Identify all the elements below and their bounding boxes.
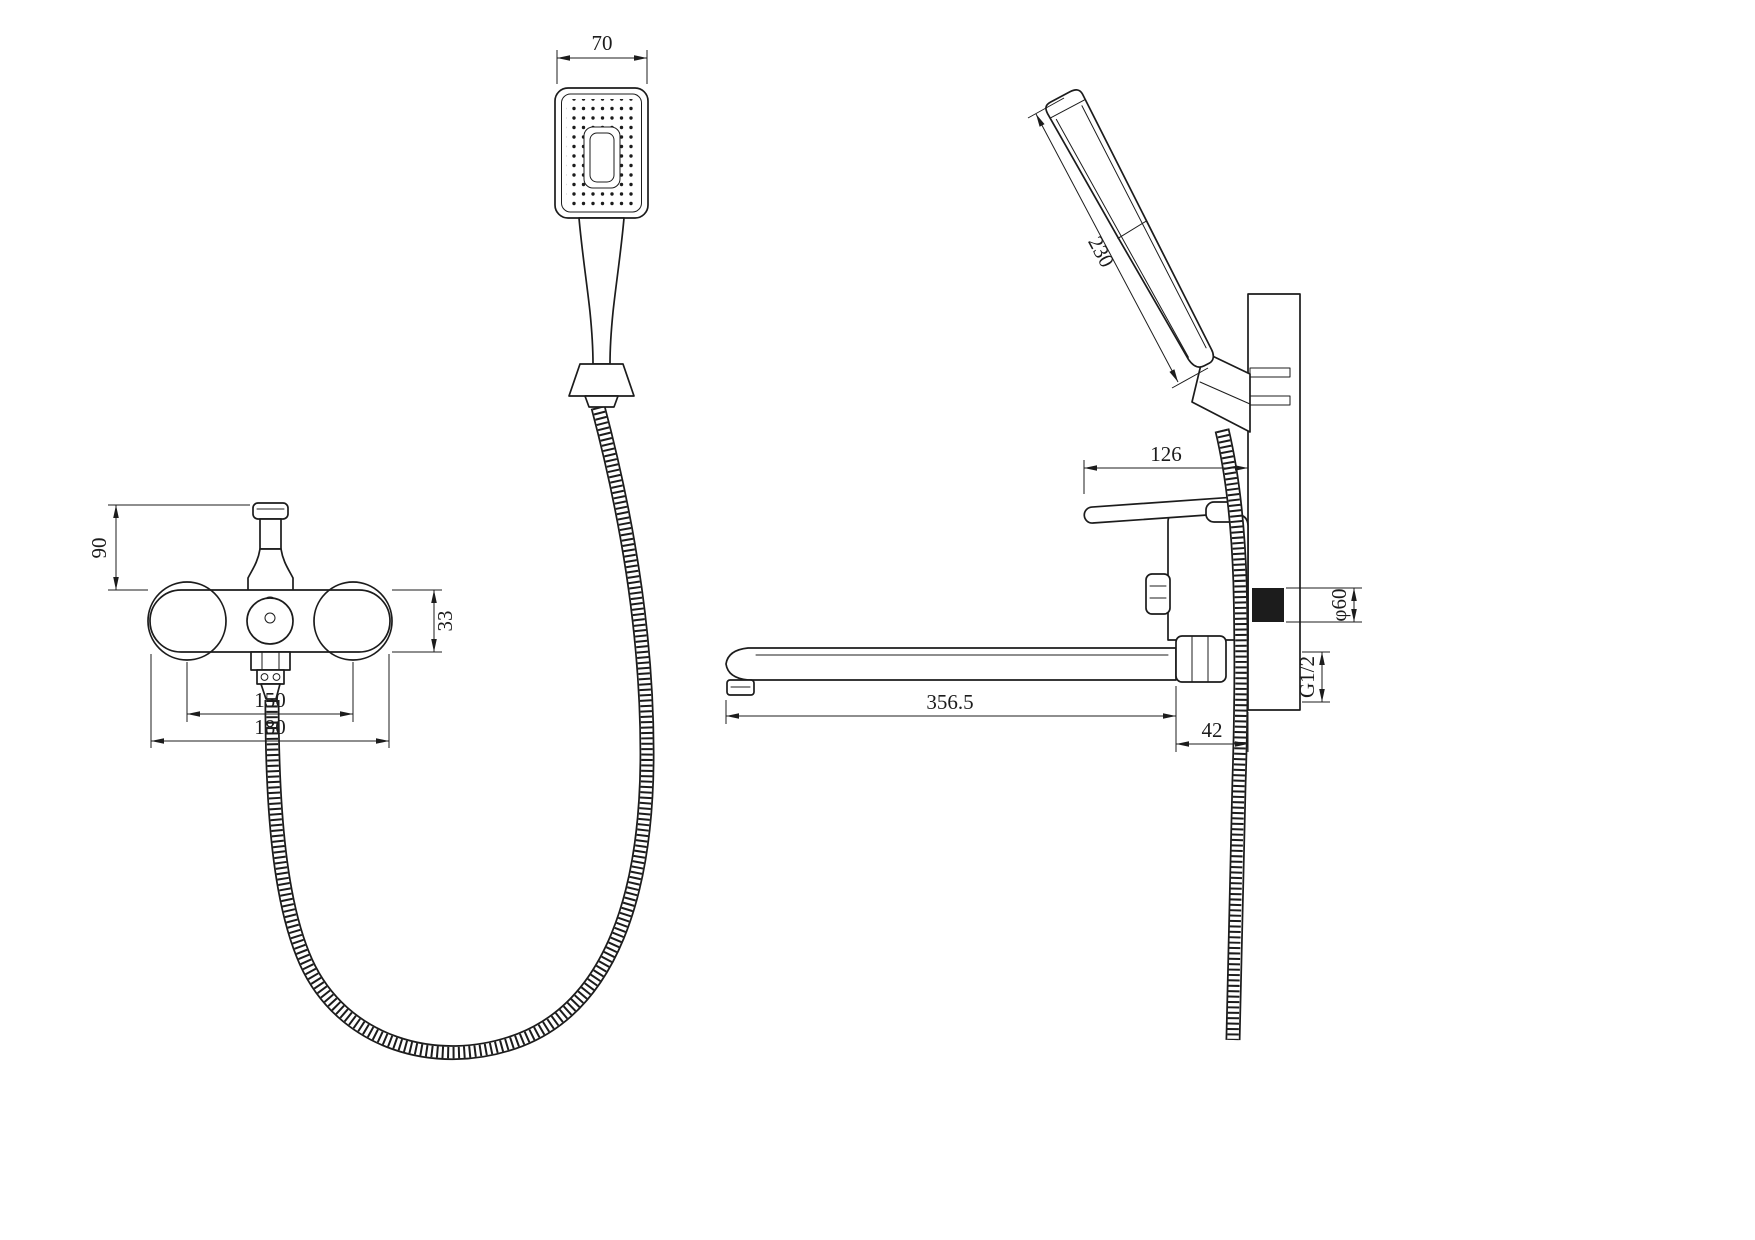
spout-neck — [259, 518, 282, 550]
hose-outline — [272, 407, 647, 1053]
wall-anchors — [1249, 367, 1291, 406]
dim-label-dia60: φ60 — [1327, 588, 1351, 621]
dim-label-42: 42 — [1202, 718, 1223, 742]
dim-label-90: 90 — [87, 538, 111, 559]
connector-hole — [272, 673, 281, 681]
diverter-knob-detail — [264, 612, 276, 624]
dim-label-33: 33 — [433, 611, 457, 632]
connector-hole — [260, 673, 269, 681]
anchor-screw — [1249, 367, 1291, 378]
anchor-bg — [1250, 368, 1290, 377]
front-view: 70 90 33 150 180 — [87, 31, 648, 1053]
dim-handle-126: 126 — [1083, 442, 1248, 494]
dim-label-180: 180 — [254, 715, 286, 739]
hose-ribs — [272, 407, 647, 1053]
shower-bracket-lip — [584, 395, 619, 408]
dim-line — [1035, 113, 1179, 383]
shower-handle — [578, 217, 625, 365]
dim-wall-42: 42 — [1176, 712, 1249, 752]
anchor-bg — [1250, 396, 1290, 405]
mixer-front — [147, 502, 393, 700]
long-spout — [725, 647, 1177, 681]
diverter-knob — [246, 597, 294, 645]
diverter-side — [1145, 573, 1171, 615]
dim-label-g12: G1/2 — [1295, 656, 1319, 698]
spout-joint-nut — [1175, 635, 1227, 683]
connector-taper — [260, 683, 281, 700]
spout-cap — [252, 502, 289, 520]
dim-thread-g12: G1/2 — [1295, 651, 1330, 703]
dim-body-33: 33 — [392, 589, 457, 653]
shower-hose-front — [272, 407, 647, 1053]
hand-shower-front — [554, 87, 649, 408]
wall-connection-port — [1252, 588, 1284, 622]
dim-label-150: 150 — [254, 688, 286, 712]
spout-flare — [247, 548, 294, 593]
dim-label-70: 70 — [592, 31, 613, 55]
hand-shower-side — [1045, 89, 1215, 368]
dim-spout-356: 356.5 — [725, 686, 1177, 752]
dim-label-230: 230 — [1083, 232, 1119, 271]
left-inlet-flange — [147, 581, 227, 661]
dim-label-356: 356.5 — [926, 690, 973, 714]
shower-head-inner-outline — [561, 93, 642, 213]
dim-label-126: 126 — [1150, 442, 1182, 466]
side-view: 230 126 356.5 42 φ60 G1/ — [725, 89, 1362, 1040]
dim-centers-150: 150 — [186, 662, 354, 722]
shower-bracket-side — [1191, 351, 1251, 433]
hose-nut — [250, 651, 291, 671]
right-inlet-flange — [313, 581, 393, 661]
dim-height-90: 90 — [87, 504, 250, 591]
hose-body — [272, 407, 647, 1053]
dim-hole-dia-60: φ60 — [1286, 587, 1362, 623]
wall-section — [1247, 293, 1301, 711]
dim-head-width-70: 70 — [556, 31, 648, 84]
shower-profile — [1045, 89, 1215, 368]
center-spray-dots — [589, 132, 615, 183]
ext-line — [1171, 367, 1209, 389]
ext-line — [1027, 97, 1065, 119]
mixer-side — [725, 496, 1249, 696]
shower-bracket-cone — [568, 363, 635, 397]
center-spray-ring — [583, 126, 621, 189]
bracket-seam — [1199, 381, 1251, 405]
dim-width-180: 180 — [150, 654, 390, 748]
